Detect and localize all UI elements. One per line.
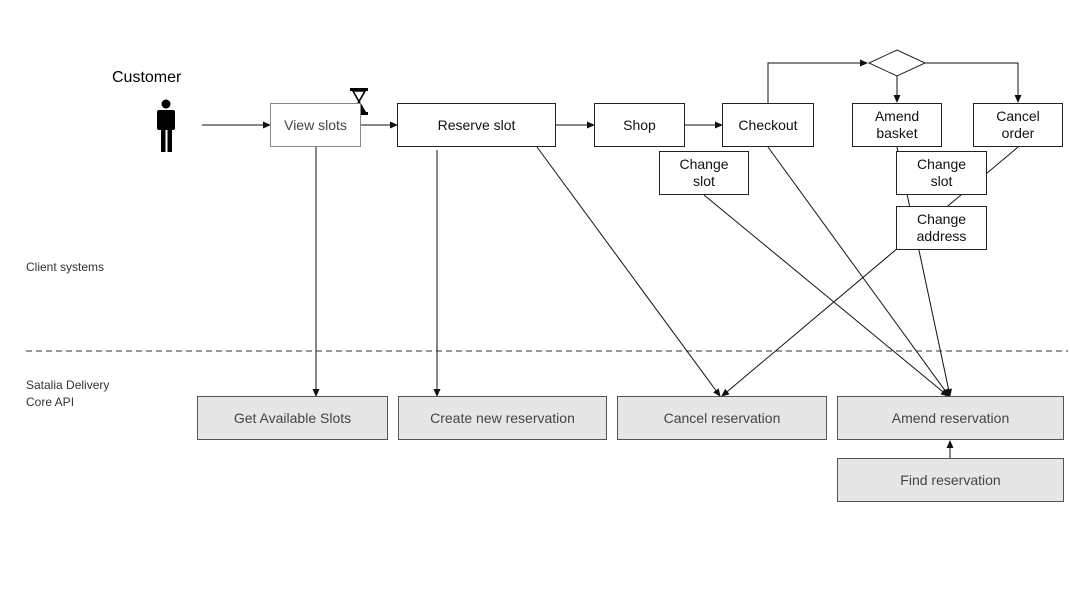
decision-diamond: [867, 49, 927, 77]
change-slot-amend-step[interactable]: Change slot: [896, 151, 987, 195]
client-systems-label: Client systems: [26, 260, 105, 274]
cancel-order-step[interactable]: Cancel order: [973, 103, 1063, 147]
cancel-reservation-endpoint[interactable]: Cancel reservation: [617, 396, 827, 440]
find-reservation-endpoint[interactable]: Find reservation: [837, 458, 1064, 502]
actor-label: Customer: [112, 69, 182, 86]
arrow-checkout-to-decision: [767, 59, 868, 103]
core-api-label: Satalia Delivery Core API: [26, 378, 110, 409]
change-address-step[interactable]: Change address: [896, 206, 987, 250]
shop-step[interactable]: Shop: [594, 103, 685, 147]
arrow-change-slot-to-amend: [703, 194, 949, 397]
amend-reservation-endpoint[interactable]: Amend reservation: [837, 396, 1064, 440]
reserve-slot-step[interactable]: Reserve slot: [397, 103, 556, 147]
checkout-step[interactable]: Checkout: [722, 103, 814, 147]
arrow-decision-to-cancel: [925, 62, 1022, 103]
get-available-slots-endpoint[interactable]: Get Available Slots: [197, 396, 388, 440]
amend-basket-step[interactable]: Amend basket: [852, 103, 942, 147]
arrow-reserve-to-cancel-reservation: [536, 146, 721, 397]
change-slot-checkout-step[interactable]: Change slot: [659, 151, 749, 195]
view-slots-step[interactable]: View slots: [270, 103, 361, 147]
person-icon: [157, 99, 175, 152]
arrow-checkout-to-amend: [767, 146, 950, 397]
create-reservation-endpoint[interactable]: Create new reservation: [398, 396, 607, 440]
